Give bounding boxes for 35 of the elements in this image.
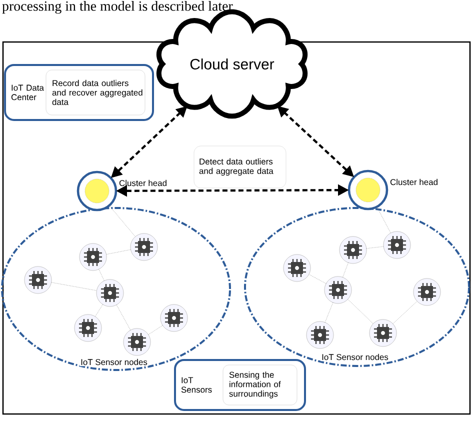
sensor-chip — [74, 314, 102, 342]
sensor-chip — [324, 276, 352, 304]
head-label: Cluster head — [390, 178, 438, 186]
sensor-chip — [283, 254, 311, 282]
sensor-chip — [79, 243, 107, 271]
head-label: Cluster head — [119, 180, 166, 186]
link-line — [376, 206, 391, 234]
note-box: Detect data outliers and aggregate data — [194, 146, 286, 188]
sensor-chip — [130, 233, 158, 261]
sensor-chip — [24, 266, 52, 294]
link-line — [308, 274, 326, 284]
cluster-head — [76, 170, 118, 212]
link-line — [342, 262, 349, 278]
link-line — [108, 205, 136, 237]
sensor-chip — [339, 236, 367, 264]
link-line — [116, 304, 131, 330]
sensor-chip — [123, 328, 151, 356]
sensor-chip — [413, 278, 441, 306]
sensor-chip — [160, 304, 188, 332]
link-line — [348, 299, 374, 324]
link-line — [392, 300, 418, 324]
sensor-chip — [306, 321, 334, 349]
link-line — [148, 325, 163, 335]
link-line — [366, 246, 384, 249]
panel-box: IoT Sensors Sensing the information of surroundings — [174, 358, 306, 411]
sensor-chip — [383, 231, 411, 259]
link-line — [106, 249, 131, 255]
sensor-chip — [96, 279, 124, 307]
link-line — [94, 304, 104, 317]
cluster-head — [348, 170, 388, 210]
link-line — [51, 282, 97, 291]
link-line — [324, 302, 334, 323]
sensor-chip — [369, 319, 397, 347]
link-line — [98, 268, 104, 282]
panel-box: IoT Data Center Record data outliers and recover aggregated data — [4, 64, 154, 121]
